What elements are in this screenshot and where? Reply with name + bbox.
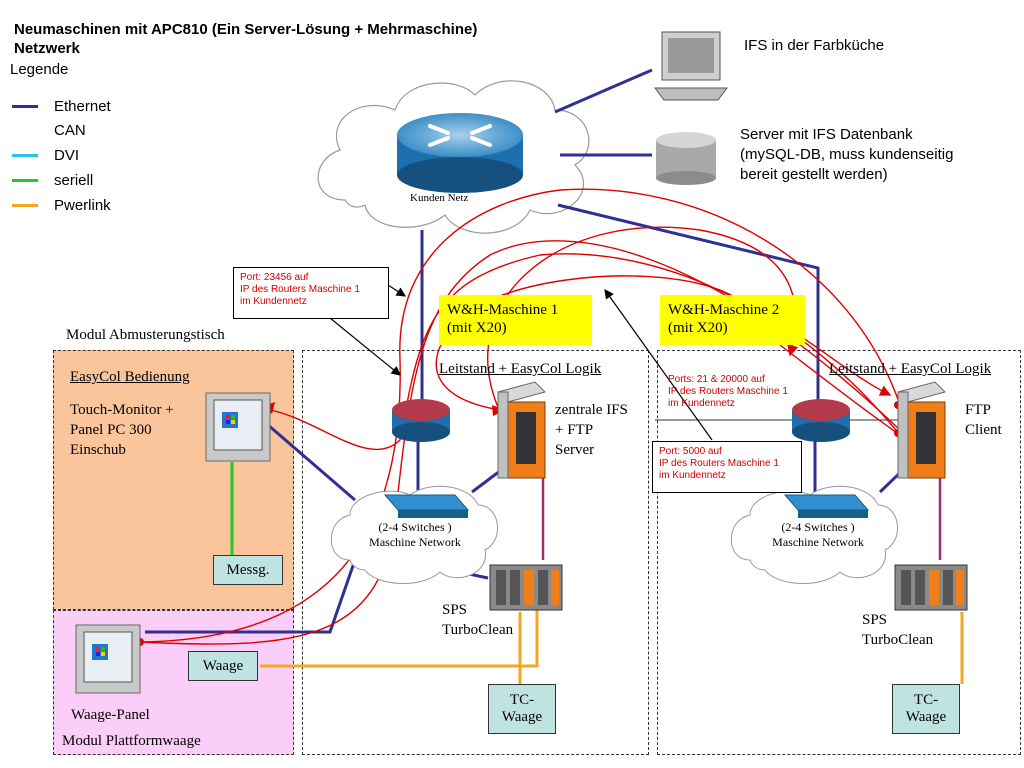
callout-line: IP des Routers Maschine 1 (659, 458, 779, 469)
callout-port-5000: Port: 5000 auf IP des Routers Maschine 1… (652, 441, 802, 493)
tc-waage-line: TC- (509, 692, 535, 708)
central-server-line: + FTP (555, 422, 594, 438)
touch-monitor-label: Touch-Monitor + Panel PC 300 Einschub (70, 400, 174, 460)
sps-line: SPS (862, 612, 888, 628)
callout-arrows (329, 284, 713, 441)
tc-waage-line: Waage (501, 709, 543, 725)
legend-label: Pwerlink (54, 196, 111, 214)
ifs-workstation (654, 31, 728, 101)
messg-box: Messg. (213, 555, 283, 585)
sps-device-2 (894, 564, 968, 611)
tc-waage-line: TC- (913, 692, 939, 708)
legend-label: Ethernet (54, 97, 111, 115)
tc-waage-box-2: TC- Waage (892, 684, 960, 734)
easycol-bedienung-label: EasyCol Bedienung (70, 369, 190, 385)
can-lines (541, 478, 942, 560)
sps-line: TurboClean (862, 632, 934, 648)
machine-label-line: (mit X20) (447, 320, 507, 336)
switch-line: (2-4 Switches ) (378, 520, 452, 534)
database-server (656, 132, 716, 185)
ftp-client-device (897, 381, 946, 479)
legend-swatch-ethernet (12, 104, 38, 108)
module-abmusterungstisch-heading: Modul Abmusterungstisch (66, 327, 225, 343)
machine-2-leitstand: Leitstand + EasyCol Logik (829, 361, 992, 377)
server-label-line: Server mit IFS Datenbank (740, 126, 913, 143)
machine-1-label: W&H-Maschine 1 (mit X20) (439, 295, 592, 345)
waage-box: Waage (188, 651, 258, 681)
machine-2-label: W&H-Maschine 2 (mit X20) (660, 295, 805, 345)
router-machine-2 (792, 399, 850, 442)
machine-1-leitstand: Leitstand + EasyCol Logik (439, 361, 602, 377)
callout-line: IP des Routers Maschine 1 (668, 386, 788, 397)
waage-panel-device (75, 624, 141, 694)
router-machine-1 (392, 399, 450, 442)
tc-waage-line: Waage (905, 709, 947, 725)
title-line-1: Neumaschinen mit APC810 (Ein Server-Lösu… (14, 21, 478, 38)
server-label: Server mit IFS Datenbank (mySQL-DB, muss… (740, 125, 953, 185)
zone-machine-2 (657, 350, 1021, 755)
central-server-line: zentrale IFS (555, 402, 628, 418)
legend-label: seriell (54, 171, 94, 189)
callout-line: im Kundennetz (659, 470, 726, 481)
title-line-2: Netzwerk (14, 40, 80, 57)
sps-line: TurboClean (442, 622, 514, 638)
machine-label-line: W&H-Maschine 1 (447, 302, 559, 318)
switch-label-1: (2-4 Switches ) Maschine Network (355, 520, 475, 550)
ifs-label: IFS in der Farbküche (744, 37, 885, 54)
legend-item-ethernet: Ethernet (12, 94, 111, 118)
central-server-label: zentrale IFS + FTP Server (555, 400, 628, 460)
server-label-line: bereit gestellt werden) (740, 166, 888, 183)
touch-monitor-line: Panel PC 300 (70, 422, 152, 438)
callout-line: im Kundennetz (668, 398, 735, 409)
legend-item-dvi: DVI (12, 143, 79, 167)
switch-line: (2-4 Switches ) (781, 520, 855, 534)
switch-line: Maschine Network (369, 535, 461, 549)
sps-device-1 (489, 564, 563, 611)
customer-network-label: Kunden Netz (410, 192, 469, 204)
callout-line: im Kundennetz (240, 296, 307, 307)
callout-line: Port: 5000 auf (659, 446, 722, 457)
callout-line: Ports: 21 & 20000 auf (668, 374, 765, 385)
legend-item-powerlink: Pwerlink (12, 193, 111, 217)
machine-label-line: W&H-Maschine 2 (668, 302, 780, 318)
touch-monitor-line: Touch-Monitor + (70, 402, 174, 418)
sps-label-2: SPS TurboClean (862, 610, 933, 650)
switch-cloud-2 (730, 485, 899, 584)
powerlink-lines (260, 610, 964, 684)
machine-label-line: (mit X20) (668, 320, 728, 336)
ftp-client-label: FTP Client (965, 400, 1002, 440)
sps-line: SPS (442, 602, 468, 618)
ftp-client-line: FTP (965, 402, 991, 418)
switch-cloud-1 (330, 485, 499, 584)
central-router (397, 113, 523, 193)
central-server-line: Server (555, 442, 595, 458)
legend-swatch-seriell (12, 178, 38, 182)
legend-label: DVI (54, 146, 80, 164)
sps-label-1: SPS TurboClean (442, 600, 513, 640)
legend-swatch-dvi (12, 153, 38, 157)
zone-machine-1 (302, 350, 649, 755)
legend-item-seriell: seriell (12, 168, 93, 192)
callout-port-21-20000: Ports: 21 & 20000 auf IP des Routers Mas… (662, 370, 812, 418)
ftp-client-line: Client (965, 422, 1002, 438)
server-label-line: (mySQL-DB, muss kundenseitig (740, 146, 954, 163)
touch-monitor-line: Einschub (70, 442, 126, 458)
legend-label: CAN (54, 121, 86, 139)
tc-waage-box-1: TC- Waage (488, 684, 556, 734)
ifs-ftp-server-device (497, 381, 546, 479)
legend-heading: Legende (10, 61, 69, 78)
legend-swatch-powerlink (12, 203, 38, 207)
callout-port-23456: Port: 23456 auf IP des Routers Maschine … (233, 267, 389, 319)
plattformwaage-label: Modul Plattformwaage (62, 733, 201, 749)
switch-line: Maschine Network (772, 535, 864, 549)
diagram-title: Neumaschinen mit APC810 (Ein Server-Lösu… (14, 20, 477, 58)
callout-line: IP des Routers Maschine 1 (240, 284, 360, 295)
touch-monitor-device (205, 392, 271, 462)
waage-panel-label: Waage-Panel (71, 707, 150, 723)
legend-item-can: CAN (12, 118, 86, 142)
callout-line: Port: 23456 auf (240, 272, 309, 283)
switch-label-2: (2-4 Switches ) Maschine Network (758, 520, 878, 550)
